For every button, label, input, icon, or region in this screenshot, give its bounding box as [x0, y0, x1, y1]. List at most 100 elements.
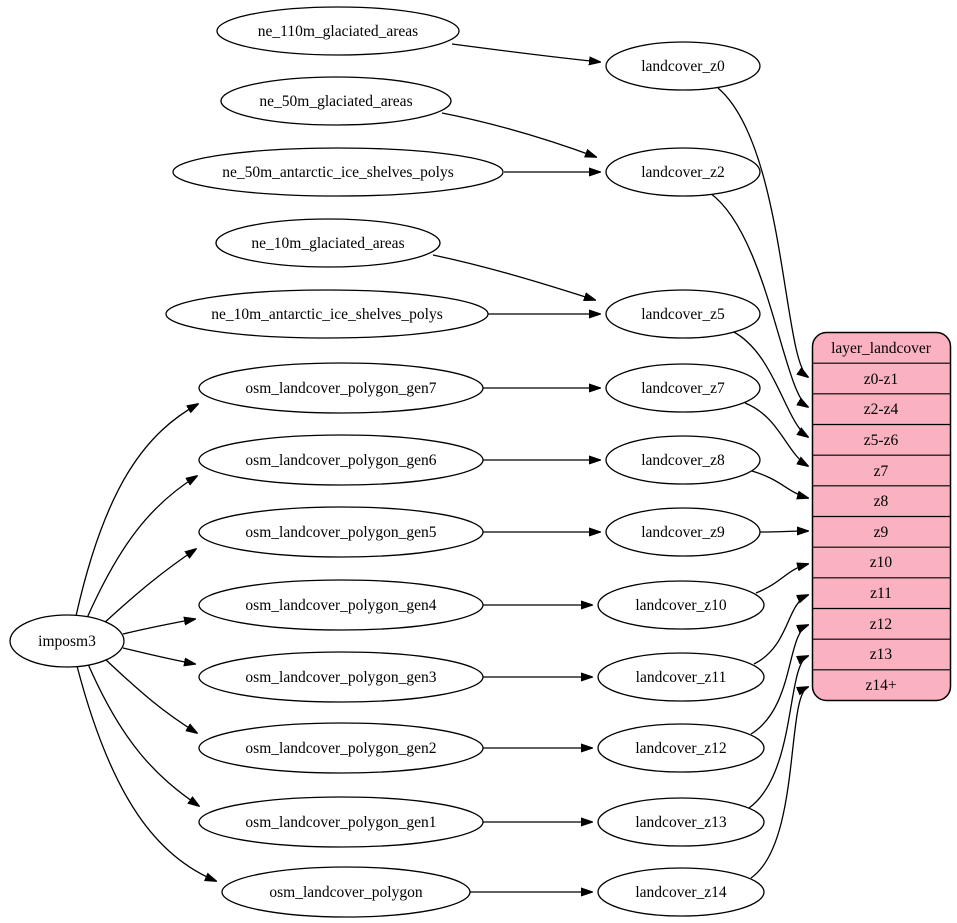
node-landcover_z0: landcover_z0	[605, 41, 761, 91]
node-ne_10m_glaciated_areas: ne_10m_glaciated_areas	[215, 218, 441, 268]
node-label-landcover_z7: landcover_z7	[641, 380, 725, 397]
edge-imposm3-to-osm_landcover_polygon_gen7	[75, 404, 198, 617]
edge-landcover_z7-to-row-z7	[744, 402, 808, 466]
node-ellipse-landcover_z13	[597, 797, 765, 847]
table-row-z12: z12	[870, 616, 892, 633]
node-ellipse-landcover_z0	[605, 41, 761, 91]
node-osm_landcover_polygon_gen6: osm_landcover_polygon_gen6	[198, 434, 484, 486]
node-ellipse-landcover_z7	[605, 363, 761, 413]
node-label-landcover_z14: landcover_z14	[635, 884, 726, 901]
edge-ne_10m_glaciated_areas-to-landcover_z5	[432, 254, 595, 300]
node-label-osm_landcover_polygon_gen4: osm_landcover_polygon_gen4	[245, 597, 436, 614]
table-row-z11: z11	[870, 585, 892, 602]
edge-group-sources	[432, 43, 600, 892]
edge-landcover_z14-to-row-z14plus	[750, 687, 808, 879]
edge-imposm3-to-osm_landcover_polygon_gen2	[103, 657, 197, 733]
node-label-landcover_z5: landcover_z5	[641, 306, 725, 323]
edge-imposm3-to-osm_landcover_polygon_gen1	[87, 663, 199, 806]
node-label-landcover_z12: landcover_z12	[635, 740, 726, 757]
node-label-landcover_z2: landcover_z2	[641, 164, 725, 181]
edge-imposm3-to-osm_landcover_polygon_gen3	[122, 647, 195, 664]
node-label-osm_landcover_polygon_gen1: osm_landcover_polygon_gen1	[245, 814, 436, 831]
node-label-landcover_z9: landcover_z9	[641, 524, 725, 541]
node-osm_landcover_polygon_gen2: osm_landcover_polygon_gen2	[198, 722, 484, 774]
node-label-landcover_z10: landcover_z10	[635, 597, 726, 614]
node-ellipse-imposm3	[9, 614, 125, 668]
node-landcover_z12: landcover_z12	[597, 723, 765, 773]
node-ellipse-landcover_z14	[597, 867, 765, 917]
node-label-landcover_z8: landcover_z8	[641, 452, 725, 469]
node-landcover_z9: landcover_z9	[605, 507, 761, 557]
edge-imposm3-to-osm_landcover_polygon	[76, 665, 216, 881]
node-ellipse-osm_landcover_polygon_gen4	[198, 579, 484, 631]
node-osm_landcover_polygon_gen7: osm_landcover_polygon_gen7	[198, 362, 484, 414]
table-row-z0-z1: z0-z1	[864, 371, 898, 388]
node-ellipse-osm_landcover_polygon_gen5	[198, 506, 484, 558]
edge-landcover_z0-to-row-z0-z1	[717, 87, 808, 377]
node-ellipse-landcover_z9	[605, 507, 761, 557]
edge-landcover_z8-to-row-z8	[751, 470, 808, 498]
node-landcover_z2: landcover_z2	[605, 147, 761, 197]
edge-ne_50m_glaciated_areas-to-landcover_z2	[441, 112, 596, 157]
node-label-osm_landcover_polygon_gen2: osm_landcover_polygon_gen2	[245, 740, 436, 757]
node-ellipse-osm_landcover_polygon_gen1	[198, 796, 484, 848]
table-row-z14plus: z14+	[865, 677, 896, 694]
node-label-ne_10m_antarctic_ice_shelves_polys: ne_10m_antarctic_ice_shelves_polys	[211, 306, 443, 323]
node-ellipse-landcover_z2	[605, 147, 761, 197]
node-imposm3: imposm3	[9, 614, 125, 668]
table-row-z7: z7	[874, 463, 889, 480]
edge-landcover_z9-to-row-z9	[759, 531, 808, 532]
node-label-osm_landcover_polygon_gen6: osm_landcover_polygon_gen6	[245, 452, 436, 469]
edge-group-to-table	[709, 87, 808, 879]
edge-imposm3-to-osm_landcover_polygon_gen5	[102, 549, 196, 625]
table-row-z9: z9	[874, 524, 889, 541]
edge-landcover_z11-to-row-z11	[753, 595, 808, 665]
node-ellipse-ne_10m_glaciated_areas	[215, 218, 441, 268]
node-ellipse-landcover_z11	[597, 652, 765, 702]
edge-imposm3-to-osm_landcover_polygon_gen4	[122, 619, 195, 635]
table-title: layer_landcover	[831, 340, 932, 357]
node-ellipse-ne_50m_glaciated_areas	[220, 76, 452, 126]
table-row-z5-z6: z5-z6	[864, 432, 899, 449]
node-ne_50m_antarctic_ice_shelves_polys: ne_50m_antarctic_ice_shelves_polys	[172, 147, 504, 197]
table-layer_landcover: layer_landcover z0-z1 z2-z4 z5-z6 z7 z8 …	[811, 331, 952, 702]
node-ellipse-osm_landcover_polygon_gen6	[198, 434, 484, 486]
node-osm_landcover_polygon: osm_landcover_polygon	[221, 866, 471, 918]
node-osm_landcover_polygon_gen4: osm_landcover_polygon_gen4	[198, 579, 484, 631]
node-landcover_z5: landcover_z5	[605, 289, 761, 339]
edge-landcover_z5-to-row-z5-z6	[731, 330, 808, 437]
node-ellipse-osm_landcover_polygon_gen2	[198, 722, 484, 774]
node-osm_landcover_polygon_gen5: osm_landcover_polygon_gen5	[198, 506, 484, 558]
node-label-ne_10m_glaciated_areas: ne_10m_glaciated_areas	[251, 235, 404, 252]
edge-group-imposm3	[75, 404, 216, 881]
node-ne_50m_glaciated_areas: ne_50m_glaciated_areas	[220, 76, 452, 126]
edge-imposm3-to-osm_landcover_polygon_gen6	[86, 476, 197, 619]
edge-landcover_z2-to-row-z2-z4	[709, 192, 808, 407]
edge-ne_110m_glaciated_areas-to-landcover_z0	[451, 43, 600, 62]
node-landcover_z8: landcover_z8	[605, 435, 761, 485]
node-landcover_z13: landcover_z13	[597, 797, 765, 847]
node-label-ne_50m_glaciated_areas: ne_50m_glaciated_areas	[259, 93, 412, 110]
node-ellipse-ne_10m_antarctic_ice_shelves_polys	[165, 289, 489, 339]
node-ellipse-landcover_z10	[597, 580, 765, 630]
node-landcover_z14: landcover_z14	[597, 867, 765, 917]
node-label-landcover_z13: landcover_z13	[635, 814, 726, 831]
node-osm_landcover_polygon_gen3: osm_landcover_polygon_gen3	[198, 651, 484, 703]
node-label-osm_landcover_polygon_gen7: osm_landcover_polygon_gen7	[245, 380, 436, 397]
edge-landcover_z13-to-row-z13	[748, 656, 808, 809]
node-ellipse-ne_50m_antarctic_ice_shelves_polys	[172, 147, 504, 197]
node-label-landcover_z0: landcover_z0	[641, 58, 725, 75]
table-row-z10: z10	[870, 554, 893, 571]
table-row-z13: z13	[870, 646, 893, 663]
node-ellipse-osm_landcover_polygon	[221, 866, 471, 918]
edge-landcover_z10-to-row-z10	[755, 564, 808, 594]
node-ne_10m_antarctic_ice_shelves_polys: ne_10m_antarctic_ice_shelves_polys	[165, 289, 489, 339]
table-row-separators	[812, 362, 951, 671]
node-osm_landcover_polygon_gen1: osm_landcover_polygon_gen1	[198, 796, 484, 848]
table-row-z8: z8	[874, 493, 889, 510]
node-ellipse-landcover_z8	[605, 435, 761, 485]
node-landcover_z11: landcover_z11	[597, 652, 765, 702]
node-label-osm_landcover_polygon_gen3: osm_landcover_polygon_gen3	[245, 669, 436, 686]
node-ne_110m_glaciated_areas: ne_110m_glaciated_areas	[216, 6, 460, 56]
